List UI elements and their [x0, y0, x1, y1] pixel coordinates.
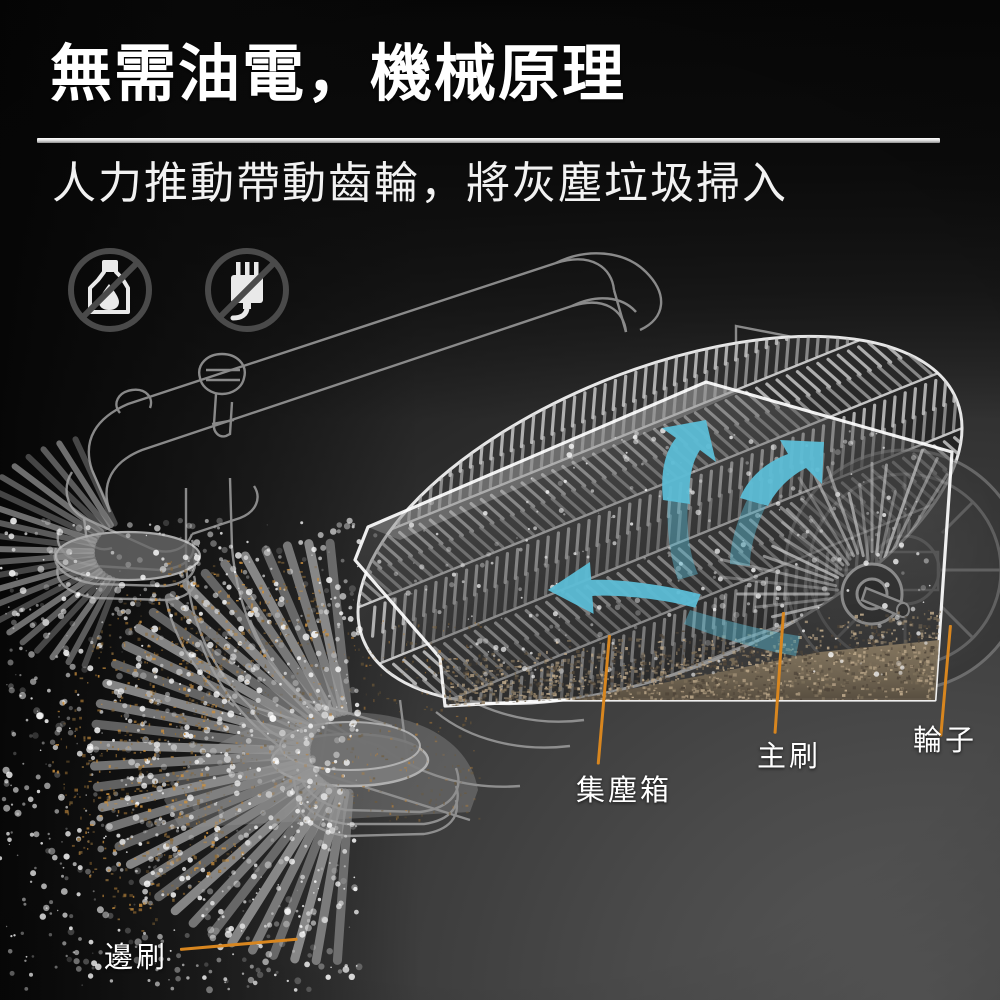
oil-bottle-glyph	[88, 260, 130, 314]
callout-label-wheel: 輪子	[913, 725, 978, 757]
prohibition-ring-plug	[205, 248, 289, 332]
no-oil-icon	[68, 248, 152, 332]
callout-label-main-brush: 主刷	[757, 741, 822, 773]
page-title: 無需油電，機械原理	[50, 40, 627, 109]
no-plug-icon	[205, 248, 289, 332]
callout-label-dust-box: 集塵箱	[576, 775, 673, 807]
callout-label-side-brush: 邊刷	[104, 942, 169, 974]
page-subtitle: 人力推動帶動齒輪，將灰塵垃圾掃入	[52, 159, 788, 208]
prohibition-ring-oil	[68, 248, 152, 332]
title-divider	[37, 138, 940, 143]
